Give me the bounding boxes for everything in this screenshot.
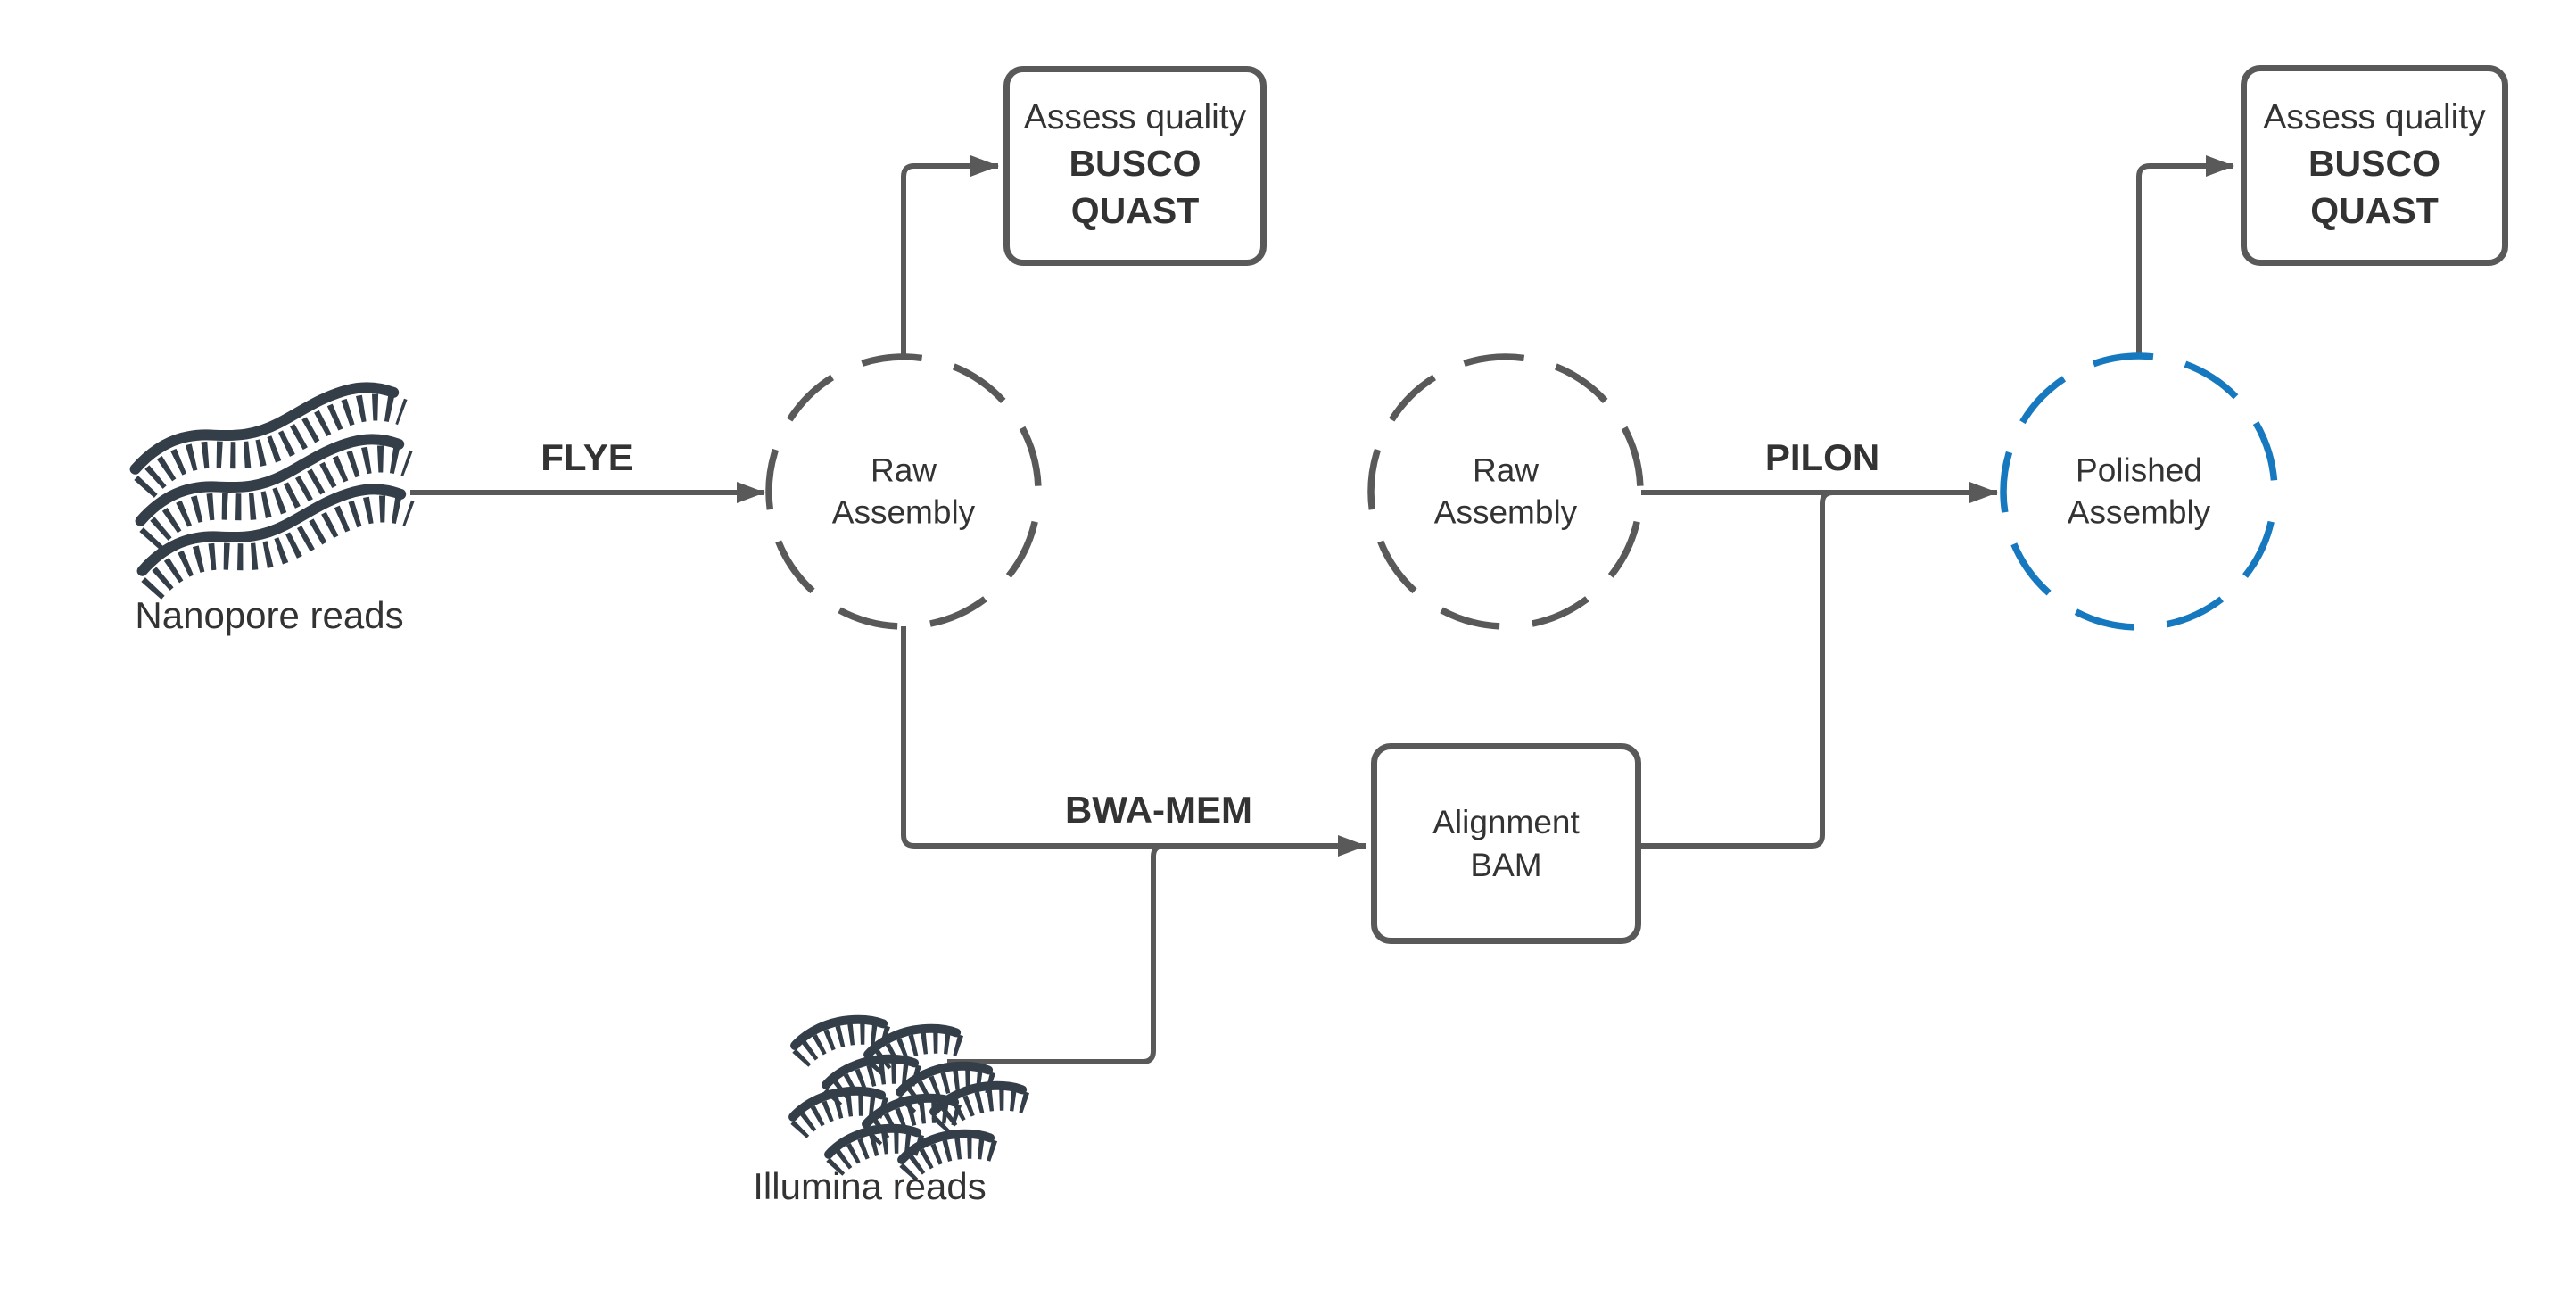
raw-assembly-1-circle[interactable] — [765, 353, 1042, 630]
nanopore-reads-caption: Nanopore reads — [135, 594, 404, 636]
assess-quality-1-tools: BUSCO QUAST — [1069, 143, 1201, 232]
illumina-reads-caption: Illumina reads — [753, 1165, 987, 1207]
assess-quality-2-title: Assess quality — [2263, 97, 2486, 137]
edge-label-flye: FLYE — [541, 436, 633, 478]
illumina-short-reads-icon[interactable] — [790, 1010, 1028, 1176]
edge-label-pilon: PILON — [1764, 436, 1880, 478]
assess-quality-box-2[interactable]: Assess quality BUSCO QUAST — [2241, 65, 2508, 266]
assess-quality-box-1[interactable]: Assess quality BUSCO QUAST — [1003, 66, 1267, 266]
alignment-bam-label: Alignment BAM — [1432, 804, 1580, 883]
connector-bam-join — [1641, 490, 1834, 849]
alignment-bam-box[interactable]: Alignment BAM — [1371, 743, 1641, 944]
raw-assembly-2-label: Raw Assembly — [1433, 451, 1578, 531]
polished-assembly-label: Polished Assembly — [2067, 451, 2211, 531]
edge-label-bwa-mem: BWA-MEM — [1065, 789, 1252, 831]
raw-assembly-1-label: Raw Assembly — [831, 451, 976, 531]
connector-polished-to-assess2 — [2136, 155, 2234, 357]
assess-quality-1-title: Assess quality — [1023, 98, 1247, 137]
raw-assembly-2-circle[interactable] — [1367, 353, 1644, 630]
assess-quality-2-tools: BUSCO QUAST — [2308, 142, 2441, 231]
polished-assembly-circle[interactable] — [2000, 352, 2278, 631]
nanopore-long-reads-icon[interactable] — [129, 377, 411, 592]
connector-illumina-join — [947, 843, 1165, 1064]
connector-bwa-mem-arrow — [901, 626, 1366, 857]
connector-raw1-to-assess1 — [901, 155, 999, 357]
